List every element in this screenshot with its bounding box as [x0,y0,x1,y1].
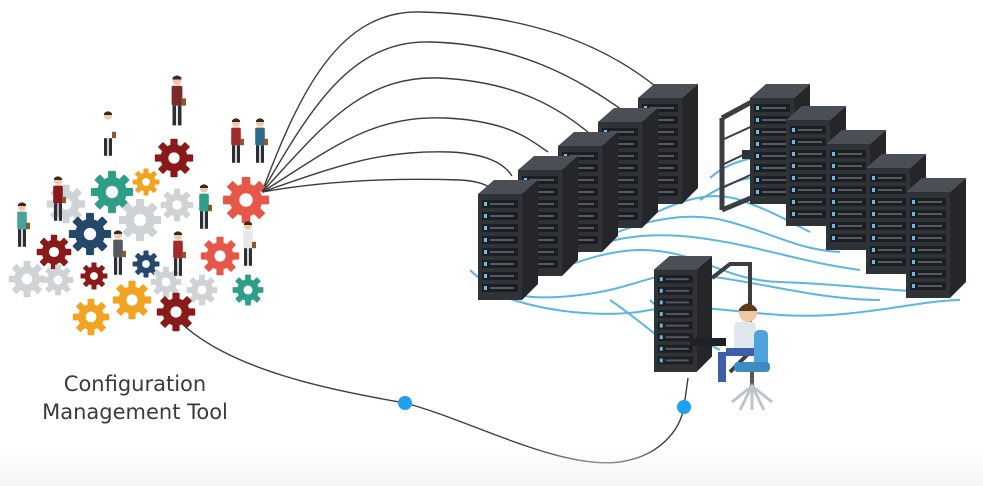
gear-icon [42,264,74,296]
wire-group [179,11,689,464]
gear-icon [112,280,152,320]
person-icon [17,202,30,247]
person-icon [171,75,186,126]
gear-icon [132,168,160,196]
gear-icon [154,138,194,178]
server-rack-icon [906,178,966,298]
wire-6 [261,178,496,193]
gear-icon [80,262,108,290]
admin-workstation-icon [654,256,773,411]
gear-icon [232,274,264,306]
gear-cluster [8,138,270,336]
gear-icon [160,188,194,222]
wire-3 [261,77,589,193]
caption-line-2: Management Tool [42,400,228,424]
network-node-icon [398,396,412,410]
person-icon [113,230,126,275]
gear-icon [222,176,270,224]
diagram-caption: Configuration Management Tool [20,370,250,426]
gear-icon [8,260,46,298]
gear-icon [156,292,196,332]
network-node-icon [677,400,691,414]
gear-icon [68,212,112,256]
server-rack-icon [478,180,538,300]
rack-row-right [750,84,966,298]
person-icon [199,184,212,229]
gear-icon [200,236,240,276]
wire-4 [261,117,549,193]
gear-icon [46,184,86,224]
person-icon [103,111,116,156]
person-icon [255,118,268,163]
wire-1 [261,11,661,193]
bottom-fade [0,446,983,486]
gear-icon [72,298,110,336]
person-icon [173,231,186,276]
wire-5 [261,151,513,193]
gear-icon [36,234,72,270]
gear-icon [118,198,162,242]
wire-admin [179,321,689,464]
caption-line-1: Configuration [63,372,207,396]
person-icon [231,118,244,163]
wire-2 [261,41,626,193]
person-icon [243,221,256,266]
